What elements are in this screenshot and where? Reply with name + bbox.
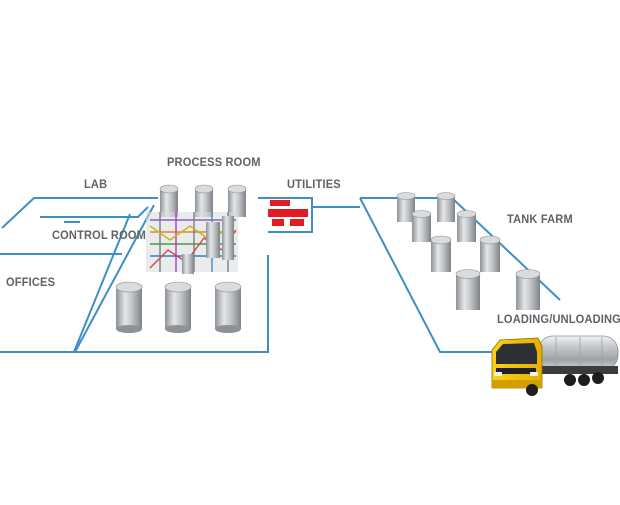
utilities-equipment (268, 200, 308, 226)
process-vessel (182, 254, 194, 274)
tanker-trailer (537, 335, 619, 371)
storage-tank (411, 210, 432, 242)
storage-tank (515, 269, 541, 310)
storage-tank (396, 192, 416, 222)
storage-tank (430, 235, 452, 272)
utilities-block (270, 200, 290, 206)
storage-tank (436, 192, 456, 222)
process-tank (194, 184, 214, 217)
process-room-outline (73, 204, 269, 353)
process-vessel (222, 216, 234, 260)
process-tank (164, 281, 192, 333)
utilities-block (268, 209, 308, 217)
site-outlines (0, 197, 561, 353)
utilities-block (272, 219, 284, 226)
storage-tank (455, 269, 481, 310)
offices-outline (1, 197, 158, 229)
process-tank (227, 184, 247, 217)
offices-label: OFFICES (6, 275, 56, 289)
tank-farm-label: TANK FARM (507, 212, 573, 226)
tank-farm-tanks (396, 192, 541, 310)
truck-wheel (578, 374, 590, 386)
process-room-label: PROCESS ROOM (167, 155, 261, 169)
tank-farm-left-edge (359, 197, 505, 353)
tanker-truck (491, 335, 619, 396)
process-tank (159, 184, 179, 217)
truck-wheel (526, 384, 538, 396)
process-back-tanks (159, 184, 247, 217)
utilities-outline (258, 197, 313, 233)
utilities-label: UTILITIES (287, 177, 341, 191)
process-tank (115, 281, 143, 333)
process-skid (146, 212, 238, 274)
truck-wheel (592, 372, 604, 384)
utilities-block (290, 219, 304, 226)
loading-unloading-label: LOADING/UNLOADING (497, 312, 620, 326)
lab-left-wall (73, 213, 131, 353)
control-room-label: CONTROL ROOM (52, 228, 147, 242)
process-tank (214, 281, 242, 333)
process-front-tanks (115, 281, 242, 333)
lab-outline (40, 206, 149, 218)
storage-tank (456, 210, 477, 242)
storage-tank (479, 235, 501, 272)
truck-wheel (564, 374, 576, 386)
process-vessel (206, 222, 220, 258)
truck-windshield (496, 343, 537, 364)
lab-label: LAB (84, 177, 108, 191)
